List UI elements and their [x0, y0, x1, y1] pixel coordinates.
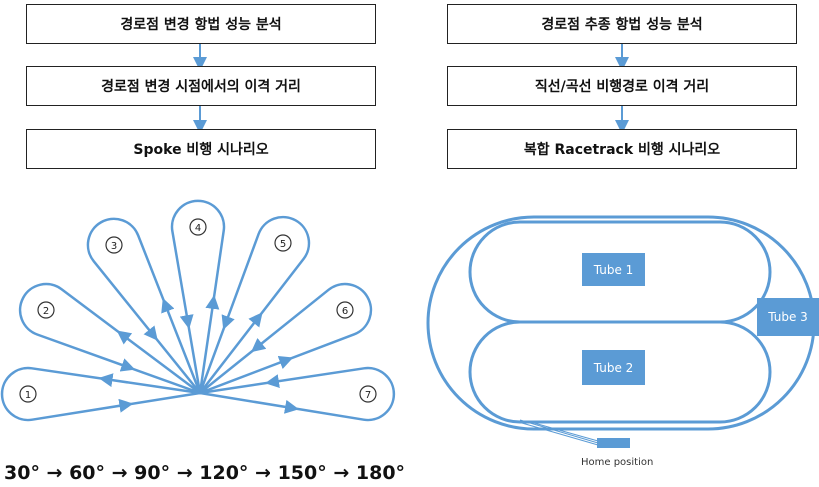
- home-position-marker: [597, 438, 630, 448]
- spoke-number-2: 2: [43, 306, 49, 317]
- spoke-arrow-out-7: [283, 399, 299, 414]
- spoke-arrow-out-3: [161, 297, 175, 314]
- spoke-petal-5: [198, 215, 311, 395]
- home-approach-line-2: [526, 420, 599, 442]
- spoke-arrow-out-1: [98, 373, 114, 388]
- spoke-number-circle-7: [359, 385, 377, 403]
- spoke-petal-6: [198, 282, 373, 395]
- lower-racetrack: [468, 320, 772, 424]
- spoke-number-circle-5: [274, 234, 292, 252]
- tube-2: Tube 2: [582, 350, 645, 385]
- spoke-number-circle-4: [189, 218, 207, 236]
- spoke-arrow-out-6: [277, 355, 294, 370]
- spoke-petal-7: [198, 366, 396, 422]
- spoke-number-5: 5: [280, 239, 286, 250]
- spoke-petal-4: [170, 199, 226, 395]
- spoke-number-4: 4: [195, 223, 201, 234]
- left-step-1: 경로점 변경 항법 성능 분석: [26, 4, 376, 44]
- spoke-number-circle-2: [37, 301, 55, 319]
- spoke-arrow-out-4: [205, 294, 220, 310]
- tube-3: Tube 3: [757, 298, 819, 336]
- spoke-number-circle-3: [105, 236, 123, 254]
- right-step-3: 복합 Racetrack 비행 시나리오: [447, 129, 797, 169]
- spoke-arrow-out-5: [248, 312, 263, 328]
- spoke-angle-caption: 30° → 60° → 90° → 120° → 150° → 180°: [4, 462, 406, 484]
- spoke-arrow-in-4: [179, 314, 194, 330]
- spoke-number-circle-6: [336, 301, 354, 319]
- left-step-3: Spoke 비행 시나리오: [26, 129, 376, 169]
- spoke-number-7: 7: [365, 390, 371, 401]
- home-approach-line-1: [519, 419, 599, 444]
- spoke-number-circle-1: [19, 385, 37, 403]
- spoke-arrow-out-2: [116, 330, 133, 345]
- spoke-number-6: 6: [342, 306, 348, 317]
- spoke-arrow-in-2: [119, 358, 136, 372]
- spoke-diagram: 1 2 3 4 5 6 7: [0, 199, 396, 422]
- home-approach-line-3: [514, 420, 599, 446]
- right-step-2: 직선/곡선 비행경로 이격 거리: [447, 66, 797, 106]
- spoke-arrow-in-1: [118, 398, 134, 413]
- tube-1: Tube 1: [582, 253, 645, 286]
- spoke-petal-3: [86, 217, 202, 395]
- spoke-arrow-in-6: [250, 337, 267, 353]
- right-step-1: 경로점 추종 항법 성능 분석: [447, 4, 797, 44]
- spoke-arrow-in-5: [221, 314, 235, 330]
- racetrack-diagram: [426, 215, 816, 446]
- spoke-petal-2: [18, 282, 202, 395]
- left-step-2: 경로점 변경 시점에서의 이격 거리: [26, 66, 376, 106]
- spoke-arrow-in-3: [143, 325, 158, 341]
- spoke-number-3: 3: [111, 241, 117, 252]
- spoke-petal-1: [0, 366, 202, 422]
- spoke-arrow-in-7: [264, 374, 280, 389]
- spoke-number-1: 1: [25, 390, 31, 401]
- home-position-label: Home position: [581, 457, 654, 468]
